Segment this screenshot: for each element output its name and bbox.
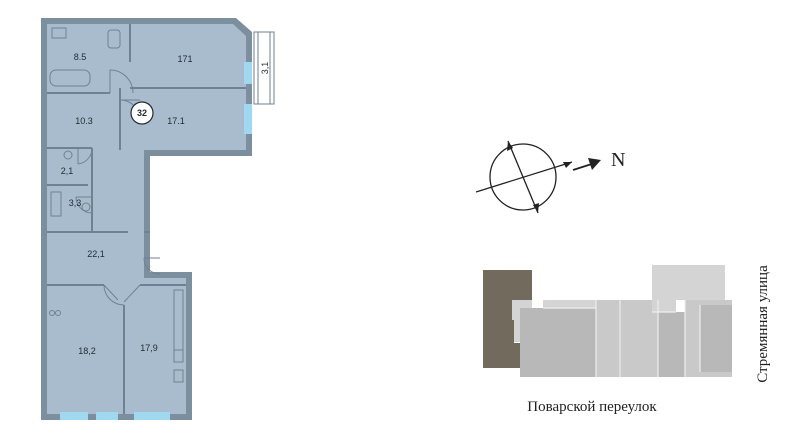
toilet-icon [107, 29, 121, 49]
interior-walls [47, 24, 246, 414]
street-label-right: Стремянная улица [755, 265, 771, 383]
room-area-hall: 22,1 [87, 249, 105, 259]
highlighted-building [483, 270, 532, 368]
sink-icon [173, 369, 184, 383]
window [134, 412, 170, 420]
building [700, 305, 732, 372]
site-plan: Поварской переулок Стремянная улица [483, 265, 771, 415]
room-area-shower: 3,3 [69, 198, 82, 208]
balcony: 3,1 [253, 31, 275, 105]
washer-icon [50, 191, 62, 217]
room-area-living-left: 18,2 [78, 346, 96, 356]
building [658, 312, 685, 377]
room-labels: 8.5 171 10.3 17.1 2,1 3,3 22,1 18,2 17,9 [61, 52, 193, 356]
street-label-bottom: Поварской переулок [527, 399, 657, 415]
north-arrow-icon [572, 158, 601, 171]
room-area-wc: 2,1 [61, 166, 74, 176]
room-area-living-right: 17,9 [140, 343, 158, 353]
sink-icon [81, 202, 91, 212]
north-label: N [611, 149, 625, 171]
apartment-number: 32 [137, 108, 147, 118]
window [60, 412, 88, 420]
windows [60, 62, 252, 420]
room-area-bedroom-mid: 17.1 [167, 116, 185, 126]
stove-icon [173, 349, 184, 363]
toilet-icon [63, 150, 73, 160]
room-area-kitchen-small: 10.3 [75, 116, 93, 126]
building [652, 265, 725, 312]
apartment-plan: 3,1 32 8.5 171 10.3 17.1 2,1 3,3 22,1 18… [41, 18, 275, 420]
building [596, 300, 658, 377]
sink-icon [51, 27, 67, 39]
building [520, 308, 596, 377]
bathtub-icon [49, 69, 91, 87]
socket-icon [55, 310, 61, 316]
room-area [47, 24, 246, 414]
window [96, 412, 118, 420]
building-outlines [543, 300, 701, 377]
building [543, 300, 596, 308]
compass: N [475, 140, 625, 214]
fixtures [49, 27, 184, 383]
apartment-number-badge: 32 [130, 101, 154, 125]
room-area-bedroom-top: 171 [177, 54, 192, 64]
room-area-bath: 8.5 [74, 52, 87, 62]
window [244, 62, 252, 84]
window [244, 104, 252, 134]
balcony-area-label: 3,1 [260, 62, 270, 75]
socket-icon [49, 310, 55, 316]
